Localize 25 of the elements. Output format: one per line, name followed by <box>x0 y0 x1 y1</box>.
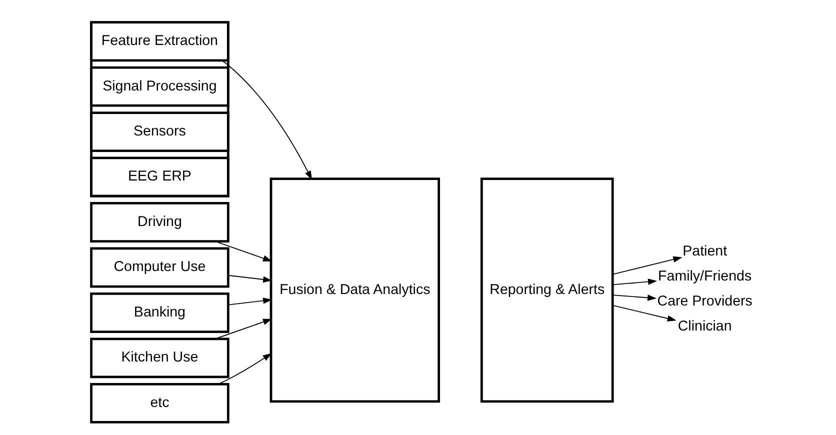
node-box: Sensors <box>90 112 230 152</box>
node-box: Computer Use <box>90 247 230 288</box>
arrow <box>612 256 682 275</box>
arrow <box>218 353 272 385</box>
node-box: Kitchen Use <box>90 338 230 378</box>
node-text: Clinician <box>678 318 732 335</box>
arrow <box>228 274 272 283</box>
node-box: Driving <box>90 202 230 242</box>
node-box: etc <box>90 382 230 424</box>
node-box: Banking <box>90 292 230 333</box>
node-box: Fusion & Data Analytics <box>270 178 440 403</box>
arrow <box>612 294 657 301</box>
node-box: EEG ERP <box>90 156 230 198</box>
node-box: Reporting & Alerts <box>480 178 614 403</box>
arrow <box>612 304 676 322</box>
arrow <box>221 60 312 180</box>
arrow <box>612 278 658 286</box>
arrow <box>214 318 272 340</box>
node-text: Care Providers <box>657 294 752 310</box>
node-box: Feature Extraction <box>90 21 230 62</box>
node-box: Signal Processing <box>90 66 230 107</box>
arrow <box>228 298 272 306</box>
node-text: Patient <box>682 244 728 260</box>
arrow <box>214 240 272 262</box>
node-text: Family/Friends <box>658 268 752 285</box>
